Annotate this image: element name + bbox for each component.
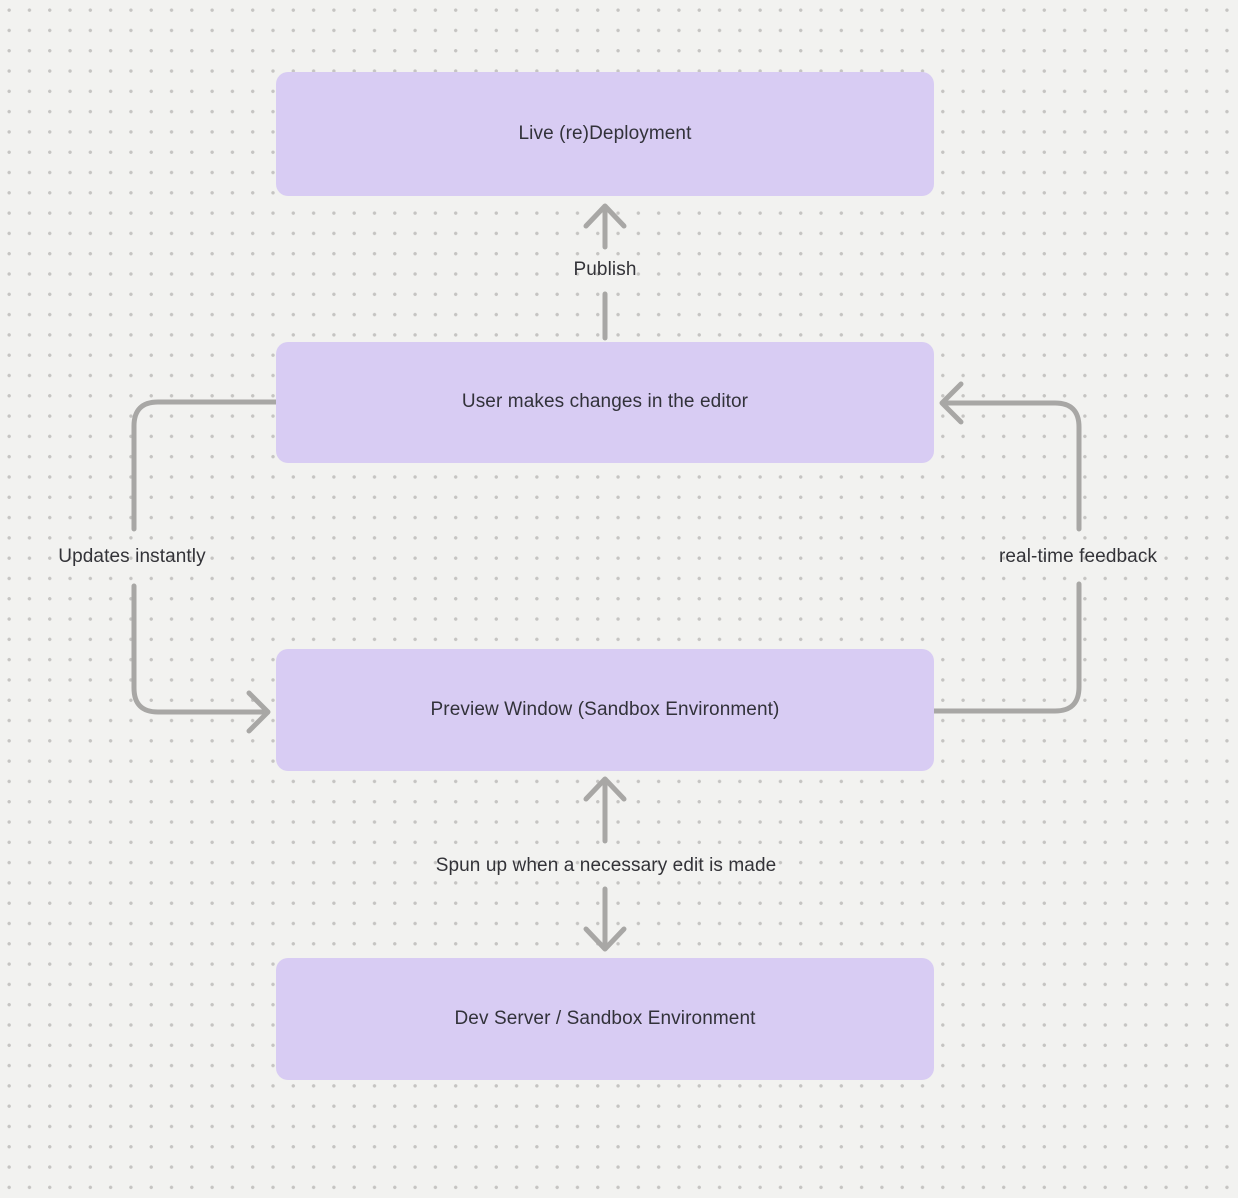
edge-label-publish: Publish [573, 259, 637, 280]
node-preview-window-label: Preview Window (Sandbox Environment) [430, 698, 780, 720]
edge-label-realtime-feedback: real-time feedback [998, 546, 1158, 567]
edge-label-updates-instantly: Updates instantly [58, 546, 206, 567]
node-dev-server-label: Dev Server / Sandbox Environment [454, 1007, 756, 1029]
node-editor-changes[interactable]: User makes changes in the editor [276, 342, 934, 463]
node-editor-changes-label: User makes changes in the editor [461, 391, 749, 413]
node-live-deployment-label: Live (re)Deployment [518, 122, 692, 144]
node-dev-server[interactable]: Dev Server / Sandbox Environment [276, 958, 934, 1080]
edge-label-spun-up: Spun up when a necessary edit is made [435, 855, 777, 876]
node-preview-window[interactable]: Preview Window (Sandbox Environment) [276, 649, 934, 771]
node-live-deployment[interactable]: Live (re)Deployment [276, 72, 934, 196]
